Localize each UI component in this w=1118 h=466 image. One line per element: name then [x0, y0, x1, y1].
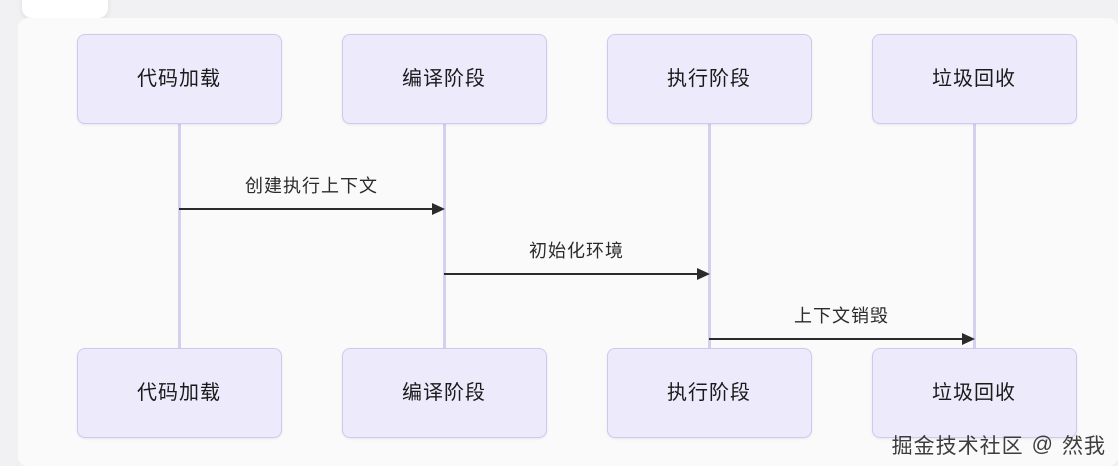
participant-label: 代码加载 [137, 382, 221, 404]
watermark: 掘金技术社区 @ 然我 [892, 430, 1106, 460]
sequence-diagram: 代码加载编译阶段执行阶段垃圾回收代码加载编译阶段执行阶段垃圾回收创建执行上下文初… [18, 18, 1118, 466]
participant-bottom-code-load[interactable]: 代码加载 [76, 348, 282, 438]
participant-label: 执行阶段 [667, 68, 751, 90]
participant-top-execute[interactable]: 执行阶段 [606, 34, 812, 124]
participant-bottom-compile[interactable]: 编译阶段 [341, 348, 547, 438]
message-msg-1[interactable]: 创建执行上下文 [179, 176, 445, 215]
lifeline-gc [973, 124, 976, 348]
watermark-author: 然我 [1062, 435, 1106, 458]
message-line [179, 208, 433, 210]
participant-label: 垃圾回收 [932, 382, 1016, 404]
message-line [444, 273, 698, 275]
message-msg-2[interactable]: 初始化环境 [444, 241, 710, 280]
message-msg-3[interactable]: 上下文销毁 [709, 306, 975, 345]
participant-top-gc[interactable]: 垃圾回收 [871, 34, 1077, 124]
watermark-site: 掘金技术社区 [891, 435, 1024, 458]
message-label: 创建执行上下文 [245, 176, 378, 196]
message-label: 上下文销毁 [794, 306, 889, 326]
participant-label: 编译阶段 [402, 68, 486, 90]
message-line [709, 338, 963, 340]
participant-label: 代码加载 [137, 68, 221, 90]
lifeline-execute [708, 124, 711, 348]
arrow-head-icon [962, 333, 975, 345]
participant-bottom-gc[interactable]: 垃圾回收 [871, 348, 1077, 438]
top-left-tab[interactable] [22, 0, 108, 18]
arrow-head-icon [432, 203, 445, 215]
lifeline-code-load [178, 124, 181, 348]
participant-top-compile[interactable]: 编译阶段 [341, 34, 547, 124]
lifeline-compile [443, 124, 446, 348]
arrow-head-icon [697, 268, 710, 280]
participant-label: 编译阶段 [402, 382, 486, 404]
participant-label: 垃圾回收 [932, 68, 1016, 90]
watermark-separator: @ [1031, 433, 1054, 456]
participant-label: 执行阶段 [667, 382, 751, 404]
message-label: 初始化环境 [529, 241, 624, 261]
participant-top-code-load[interactable]: 代码加载 [76, 34, 282, 124]
participant-bottom-execute[interactable]: 执行阶段 [606, 348, 812, 438]
diagram-canvas-card: 代码加载编译阶段执行阶段垃圾回收代码加载编译阶段执行阶段垃圾回收创建执行上下文初… [18, 18, 1118, 466]
